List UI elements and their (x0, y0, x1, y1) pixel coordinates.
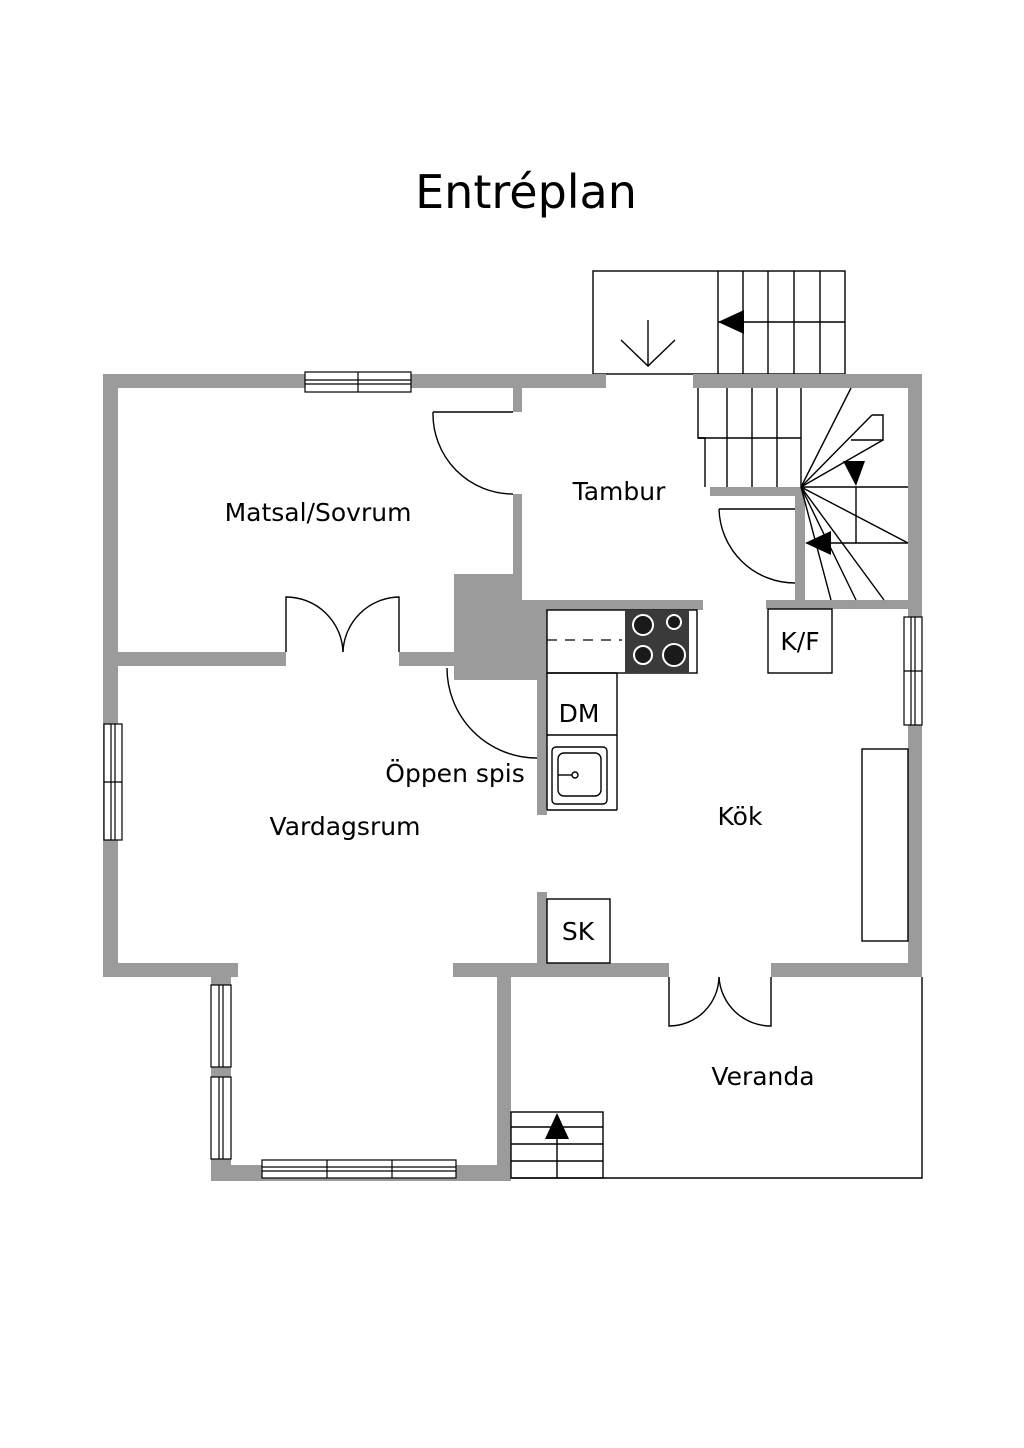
stair-arrow-left-icon (718, 310, 744, 334)
room-matsal-sovrum: Matsal/Sovrum (225, 498, 412, 527)
label-dm: DM (559, 699, 600, 728)
room-veranda: Veranda (711, 1062, 814, 1091)
cabinet-sk: SK (546, 898, 611, 964)
kitchen-counter: DM (546, 609, 698, 811)
windows (103, 371, 923, 1179)
label-kf: K/F (780, 627, 819, 656)
label-sk: SK (562, 917, 595, 946)
sink-icon (551, 746, 608, 805)
kitchen-bench (861, 748, 909, 942)
room-tambur: Tambur (572, 477, 667, 506)
plan-title: Entréplan (415, 165, 637, 219)
room-kok: Kök (718, 802, 763, 831)
veranda-outline (510, 977, 923, 1179)
stair-arrow-down-icon (843, 461, 865, 486)
room-vardagsrum: Vardagsrum (270, 812, 421, 841)
room-oppen-spis: Öppen spis (385, 759, 524, 788)
doors (285, 411, 796, 1027)
interior-walls (118, 388, 916, 970)
entrance-stairs (592, 270, 846, 375)
internal-stair (697, 387, 909, 601)
stove-icon (625, 610, 689, 673)
stair-arrow-left-icon (805, 531, 831, 555)
stair-arrow-up-icon (545, 1113, 569, 1139)
fridge-freezer: K/F (767, 608, 833, 674)
